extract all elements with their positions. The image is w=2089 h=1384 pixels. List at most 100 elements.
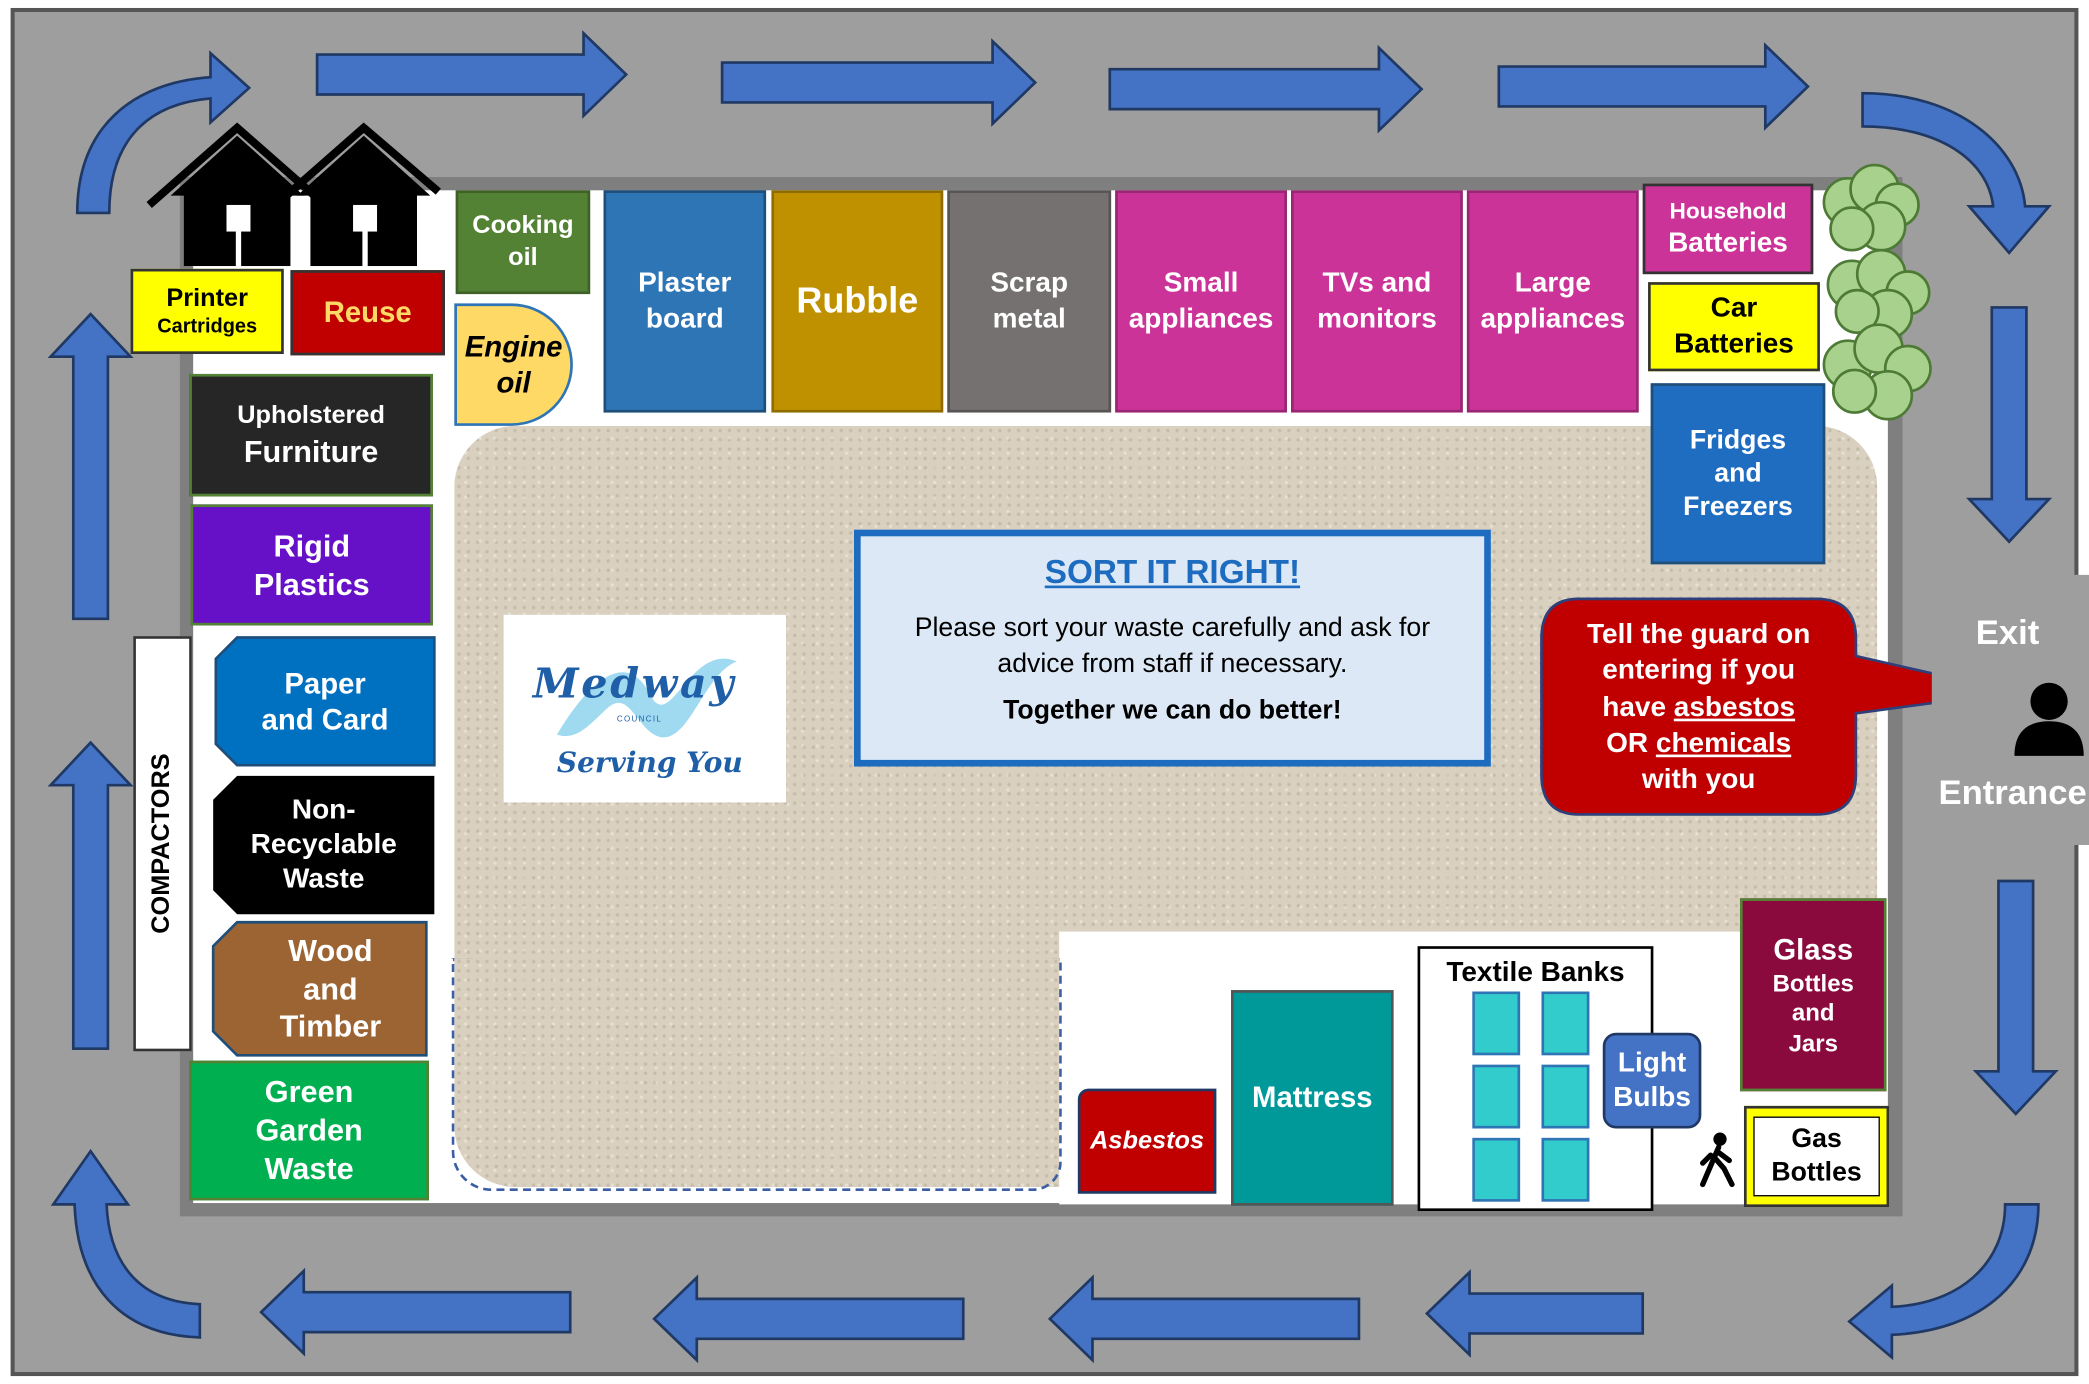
bay-label: and bbox=[1714, 458, 1762, 488]
non-recyclable-bay: Non- Recyclable Waste bbox=[213, 776, 434, 914]
green-garden-waste-bay: Green Garden Waste bbox=[189, 1060, 430, 1201]
gas-bottles-bay: Gas Bottles bbox=[1743, 1105, 1890, 1208]
bay-label: Large bbox=[1514, 267, 1591, 299]
textile-bank-icon bbox=[1472, 1064, 1521, 1129]
curved-arrow-icon bbox=[75, 50, 252, 215]
asbestos-bay: Asbestos bbox=[1077, 1088, 1217, 1194]
bay-label: Printer bbox=[166, 284, 248, 313]
logo-sub: COUNCIL bbox=[616, 715, 663, 724]
bay-label: Upholstered bbox=[237, 401, 385, 430]
textile-bank-icon bbox=[1541, 991, 1590, 1056]
engine-oil-bay: Engine oil bbox=[454, 303, 573, 426]
household-batteries-bay: Household Batteries bbox=[1642, 183, 1814, 275]
wood-timber-bay: Wood and Timber bbox=[233, 922, 428, 1055]
medway-council-logo: Medway COUNCIL Serving You bbox=[503, 614, 787, 803]
wood-timber-shape bbox=[211, 920, 428, 1057]
bay-label: Waste bbox=[264, 1150, 354, 1186]
bay-label: oil bbox=[496, 365, 531, 400]
bay-label: Bottles bbox=[1771, 1157, 1862, 1188]
callout-line: have bbox=[1602, 691, 1674, 723]
textile-bank-icon bbox=[1472, 991, 1521, 1056]
bay-label: Mattress bbox=[1252, 1080, 1373, 1115]
arrow-left-icon bbox=[652, 1274, 965, 1364]
upholstered-furniture-bay: Upholstered Furniture bbox=[189, 373, 433, 497]
sign-title: SORT IT RIGHT! bbox=[1044, 553, 1301, 591]
bay-label: and bbox=[303, 970, 358, 1006]
bay-label: Glass bbox=[1773, 932, 1854, 967]
bay-label: Non- bbox=[291, 793, 356, 825]
car-batteries-bay: Car Batteries bbox=[1648, 282, 1820, 372]
bay-label: Paper bbox=[284, 666, 366, 700]
reuse-bay: Reuse bbox=[290, 270, 445, 356]
bay-label: Engine bbox=[464, 329, 563, 363]
bay-label: Fridges bbox=[1689, 425, 1787, 455]
large-appliances-bay: Large appliances bbox=[1466, 190, 1639, 413]
reuse-shop-houses bbox=[146, 122, 441, 267]
callout-line: OR bbox=[1606, 727, 1656, 759]
bay-label: Scrap bbox=[990, 267, 1069, 299]
bay-label: monitors bbox=[1317, 302, 1437, 334]
arrow-up-icon bbox=[47, 740, 134, 1051]
house-icon bbox=[273, 122, 441, 267]
tvs-monitors-bay: TVs and monitors bbox=[1290, 190, 1463, 413]
textile-bank-icon bbox=[1541, 1064, 1590, 1129]
logo-tagline: Serving You bbox=[556, 745, 743, 779]
house-icon bbox=[146, 122, 328, 267]
scrap-metal-bay: Scrap metal bbox=[947, 190, 1112, 413]
dashed-bay-outline bbox=[451, 958, 1062, 1192]
bay-label: Jars bbox=[1788, 1029, 1838, 1056]
callout-bubble bbox=[1540, 597, 2015, 816]
bay-label: and Card bbox=[261, 702, 389, 736]
tree-icon bbox=[1822, 323, 1932, 421]
tree-icon bbox=[1822, 163, 1920, 252]
small-appliances-bay: Small appliances bbox=[1115, 190, 1288, 413]
bay-label: appliances bbox=[1480, 302, 1626, 334]
bay-label: Asbestos bbox=[1090, 1126, 1205, 1155]
arrow-right-icon bbox=[1108, 44, 1424, 134]
trees bbox=[1822, 163, 1932, 421]
arrow-right-icon bbox=[315, 30, 629, 119]
glass-bay: Glass Bottles and Jars bbox=[1739, 898, 1887, 1092]
textile-banks-label: Textile Banks bbox=[1446, 956, 1625, 988]
arrow-right-icon bbox=[1497, 42, 1810, 131]
textile-bank-icon bbox=[1541, 1137, 1590, 1202]
printer-cartridges-bay: Printer Cartridges bbox=[130, 268, 284, 354]
rigid-plastics-bay: Rigid Plastics bbox=[190, 504, 433, 626]
bay-label: board bbox=[645, 302, 724, 334]
cooking-oil-bay: Cooking oil bbox=[455, 190, 591, 295]
bay-label: Furniture bbox=[243, 433, 379, 468]
bay-label: Light bbox=[1617, 1047, 1687, 1078]
callout-asbestos: asbestos bbox=[1673, 691, 1796, 723]
bay-label: Cartridges bbox=[157, 314, 258, 338]
bay-label: Recyclable bbox=[250, 828, 397, 860]
callout-line: Tell the guard on bbox=[1587, 618, 1811, 650]
compactors-label: COMPACTORS bbox=[133, 636, 192, 1052]
bay-label: appliances bbox=[1128, 302, 1274, 334]
logo-wave-icon bbox=[556, 658, 737, 738]
bay-label: Gas bbox=[1791, 1124, 1842, 1154]
sort-it-right-sign: SORT IT RIGHT! Please sort your waste ca… bbox=[854, 529, 1491, 767]
curved-arrow-icon bbox=[1847, 1203, 2040, 1361]
paper-card-shape bbox=[214, 636, 436, 767]
bay-label: COMPACTORS bbox=[148, 753, 177, 934]
sign-footer: Together we can do better! bbox=[1003, 696, 1342, 726]
curved-arrow-icon bbox=[50, 1148, 202, 1339]
arrow-down-icon bbox=[1972, 879, 2059, 1116]
bay-label: Timber bbox=[279, 1009, 382, 1044]
entrance-label: Entrance bbox=[1938, 771, 2087, 812]
textile-bank-containers bbox=[1472, 991, 1590, 1202]
mattress-bay: Mattress bbox=[1231, 990, 1394, 1206]
arrow-up-icon bbox=[47, 312, 134, 621]
fridges-freezers-bay: Fridges and Freezers bbox=[1650, 383, 1826, 565]
bay-label: Plaster bbox=[638, 267, 732, 299]
textile-bank-icon bbox=[1472, 1137, 1521, 1202]
bay-label: Garden bbox=[255, 1112, 363, 1148]
callout-line: with you bbox=[1641, 764, 1756, 795]
bay-label: oil bbox=[508, 243, 538, 272]
bay-label: Small bbox=[1163, 267, 1239, 299]
bay-label: Batteries bbox=[1668, 226, 1788, 258]
paper-card-bay: Paper and Card bbox=[216, 637, 434, 765]
sign-body: Please sort your waste carefully and ask… bbox=[914, 613, 1431, 679]
